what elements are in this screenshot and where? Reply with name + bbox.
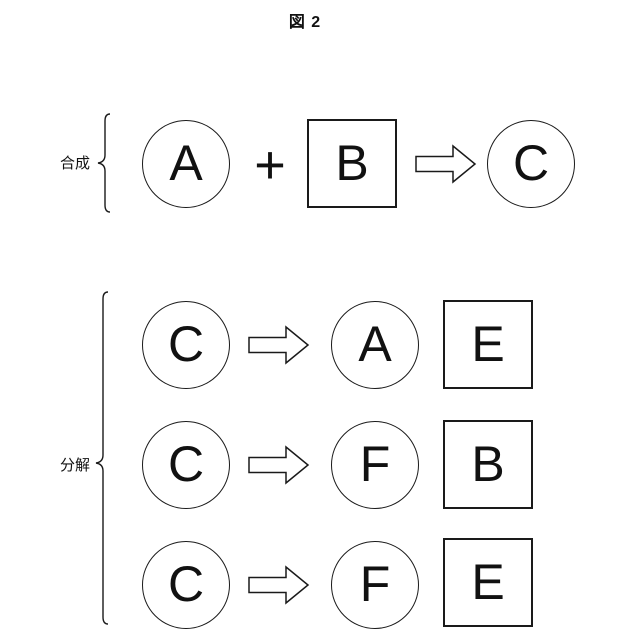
synthesis-group-label: 合成 [59, 155, 90, 172]
synthesis-reactant-square: B [307, 119, 397, 208]
substance-label: A [169, 135, 203, 191]
synthesis-brace [97, 113, 111, 213]
decomposition-row3-output-square: E [443, 538, 533, 627]
substance-label: A [358, 316, 392, 372]
decomposition-group-label: 分解 [59, 457, 90, 474]
plus-operator: + [254, 135, 286, 195]
decomposition-row1-input-circle: C [142, 301, 230, 389]
synthesis-product-circle: C [487, 120, 575, 208]
substance-label: F [359, 436, 391, 492]
substance-label: B [335, 134, 369, 191]
synthesis-reactant-circle: A [142, 120, 230, 208]
decomposition-row2-input-circle: C [142, 421, 230, 509]
substance-label: F [359, 556, 391, 612]
right-arrow-icon [248, 325, 310, 365]
substance-label: C [167, 556, 205, 612]
decomposition-brace [95, 291, 109, 625]
substance-label: E [471, 553, 505, 610]
figure-title: 図 2 [288, 14, 322, 31]
substance-label: C [512, 135, 550, 191]
decomposition-row3-output-circle: F [331, 541, 419, 629]
decomposition-row3-input-circle: C [142, 541, 230, 629]
substance-label: C [167, 436, 205, 492]
substance-label: B [471, 435, 505, 492]
right-arrow-icon [248, 445, 310, 485]
decomposition-row2-output-circle: F [331, 421, 419, 509]
decomposition-row2-output-square: B [443, 420, 533, 509]
right-arrow-icon [415, 144, 477, 184]
decomposition-row1-output-circle: A [331, 301, 419, 389]
right-arrow-icon [248, 565, 310, 605]
decomposition-row1-output-square: E [443, 300, 533, 389]
substance-label: C [167, 316, 205, 372]
substance-label: E [471, 315, 505, 372]
